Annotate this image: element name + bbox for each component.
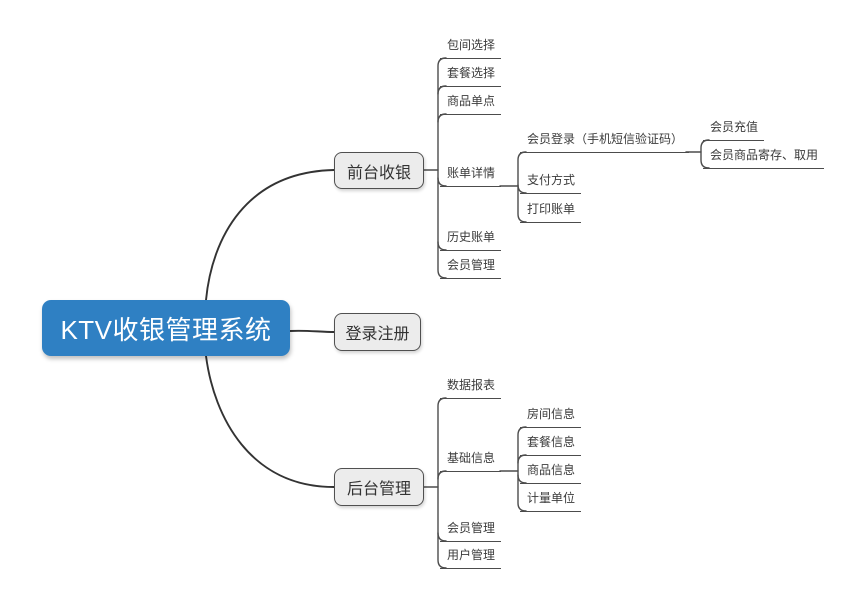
leaf-payment-method[interactable]: 支付方式 bbox=[520, 172, 582, 194]
leaf-member-goods-storage[interactable]: 会员商品寄存、取用 bbox=[703, 147, 825, 169]
branch-login-register[interactable]: 登录注册 bbox=[334, 313, 421, 351]
branch-backend-management-label: 后台管理 bbox=[346, 481, 411, 498]
connector-branch-member-mgmt-back bbox=[437, 532, 447, 542]
branch-front-desk-cashier[interactable]: 前台收银 bbox=[334, 152, 424, 189]
branch-backend-management[interactable]: 后台管理 bbox=[334, 468, 424, 506]
connector-branch-item-order bbox=[437, 113, 447, 123]
leaf-item-order[interactable]: 商品单点 bbox=[440, 93, 502, 115]
branch-login-register-label: 登录注册 bbox=[345, 326, 410, 343]
leaf-member-management-front[interactable]: 会员管理 bbox=[440, 257, 502, 279]
connector-branch-bill-details bbox=[437, 177, 447, 187]
connector-root-to-front-desk bbox=[205, 169, 335, 301]
connector-branch-basic-info bbox=[437, 470, 447, 480]
connector-root-to-login bbox=[289, 329, 335, 333]
connector-backend-trunk bbox=[437, 397, 447, 569]
leaf-room-info[interactable]: 房间信息 bbox=[520, 406, 582, 428]
branch-front-desk-cashier-label: 前台收银 bbox=[346, 164, 411, 182]
leaf-package-info[interactable]: 套餐信息 bbox=[520, 434, 582, 456]
root-node-label: KTV收银管理系统 bbox=[60, 314, 272, 345]
leaf-package-selection[interactable]: 套餐选择 bbox=[440, 65, 502, 87]
node-bill-details[interactable]: 账单详情 bbox=[440, 165, 502, 187]
leaf-print-bill[interactable]: 打印账单 bbox=[520, 201, 582, 223]
node-member-login[interactable]: 会员登录（手机短信验证码） bbox=[520, 131, 690, 153]
leaf-measure-unit[interactable]: 计量单位 bbox=[520, 490, 582, 512]
node-basic-info[interactable]: 基础信息 bbox=[440, 450, 502, 472]
leaf-history-bills[interactable]: 历史账单 bbox=[440, 229, 502, 251]
leaf-user-management[interactable]: 用户管理 bbox=[440, 547, 502, 569]
connector-branch-payment bbox=[517, 184, 527, 194]
leaf-room-selection[interactable]: 包间选择 bbox=[440, 37, 502, 59]
leaf-goods-info[interactable]: 商品信息 bbox=[520, 462, 582, 484]
leaf-member-management-back[interactable]: 会员管理 bbox=[440, 520, 502, 542]
leaf-data-reports[interactable]: 数据报表 bbox=[440, 377, 502, 399]
leaf-member-recharge[interactable]: 会员充值 bbox=[703, 119, 765, 141]
connector-branch-history-bills bbox=[437, 241, 447, 251]
connector-root-to-backend bbox=[205, 355, 335, 488]
connector-branch-goods-info bbox=[517, 474, 527, 484]
root-node-ktv-cashier-system[interactable]: KTV收银管理系统 bbox=[42, 300, 290, 356]
